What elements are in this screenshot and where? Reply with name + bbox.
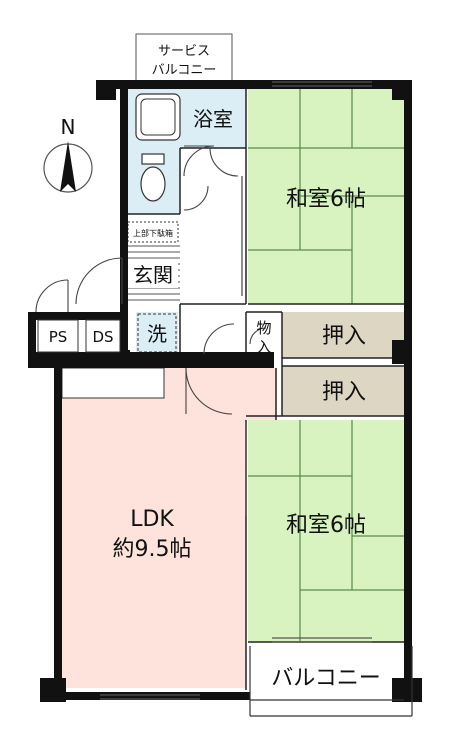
tatami-lines-top (248, 86, 404, 304)
service-balcony-label-line1: サービス (158, 44, 210, 59)
service-balcony-floor (135, 33, 233, 87)
compass-north-label: N (61, 115, 76, 139)
toilet (140, 153, 166, 202)
north-compass: N (43, 115, 93, 193)
storage-label-line2: 入 (256, 338, 271, 356)
compass-needle-icon (60, 141, 76, 192)
balcony-label: バルコニー (271, 666, 381, 691)
closet-top-floor (282, 312, 404, 358)
door-swings (35, 145, 267, 415)
balcony-outline (249, 646, 413, 717)
closet-bottom-label: 押入 (322, 380, 366, 405)
ldk-floor-b (246, 368, 276, 420)
ldk-label-line1: LDK (130, 507, 174, 532)
kitchen-counter (61, 367, 165, 399)
sliding-doors (241, 176, 247, 516)
storage-label-line1: 物 (256, 319, 271, 337)
exterior-walls (28, 80, 422, 702)
closet-bottom-floor (282, 366, 404, 416)
ds-label: DS (92, 328, 113, 346)
tatami-lines-bottom (248, 420, 404, 642)
entrance-label-bg (128, 262, 178, 288)
washitsu-top-label: 和室6帖 (286, 187, 366, 212)
washitsu-bottom-label: 和室6帖 (286, 513, 366, 538)
ldk-label-line2: 約9.5帖 (113, 537, 192, 562)
bathtub (135, 93, 181, 141)
ldk-floor-a (62, 368, 246, 688)
laundry-area (136, 312, 178, 354)
windows (100, 81, 372, 700)
entrance-label: 玄関 (133, 263, 173, 287)
bathroom-label: 浴室 (193, 107, 233, 131)
washitsu-bottom-floor (248, 420, 404, 642)
ps-label: PS (49, 328, 68, 346)
service-balcony-label-line2: バルコニー (152, 63, 217, 78)
washitsu-top-floor (248, 86, 404, 304)
ps-box (37, 319, 79, 353)
ds-box (85, 319, 121, 353)
laundry-label: 洗 (147, 322, 167, 346)
closet-top-label: 押入 (322, 324, 366, 349)
shoe-box-label: 上部下駄箱 (133, 228, 173, 238)
